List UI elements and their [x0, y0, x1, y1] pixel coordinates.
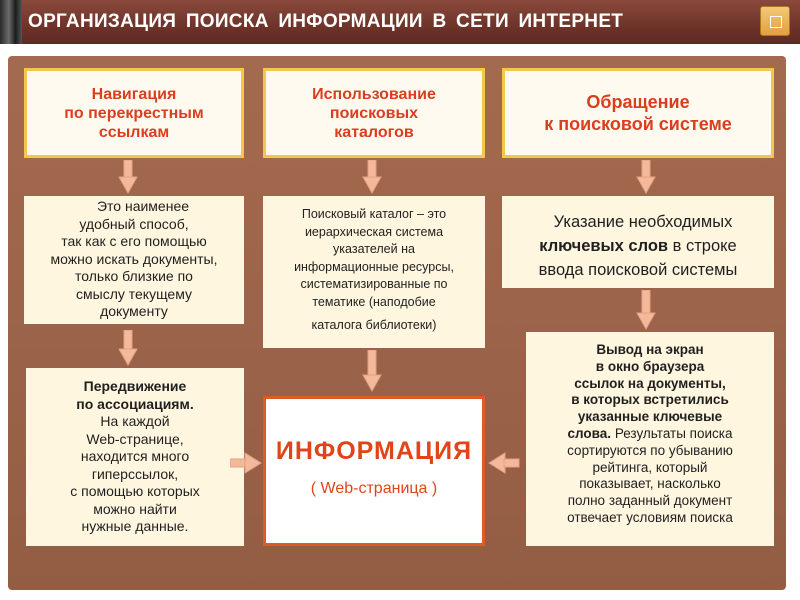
information-title: ИНФОРМАЦИЯ — [275, 437, 473, 465]
assoc-line-3: находится много — [80, 448, 190, 464]
cat-desc-2: иерархическая система — [304, 224, 444, 239]
results-line-mixed: слова. Результаты поиска — [526, 426, 774, 443]
search-engine-line-1: Обращение — [586, 92, 690, 112]
cat-desc-4: информационные ресурсы, — [294, 259, 454, 274]
nav-desc-5: только близкие по — [75, 268, 193, 284]
assoc-line-5: с помощью которых — [70, 483, 200, 499]
se-desc-1: Указание необходимых — [553, 213, 733, 231]
cat-desc-6: тематике (наподобие — [312, 294, 436, 309]
se-desc-keywords: ключевых слов — [539, 237, 669, 255]
navigation-line-2: по перекрестным — [64, 104, 204, 122]
cat-desc-5: систематизированные по — [300, 277, 448, 291]
information-subtitle: ( Web-страница ) — [310, 480, 438, 497]
results-bold-5: указанные ключевые — [577, 409, 723, 425]
navigation-box: Навигация по перекрестным ссылкам — [24, 68, 244, 158]
arrow-right-to-info — [230, 452, 262, 474]
results-line-4: полно заданный документ — [567, 493, 733, 509]
assoc-line-7: нужные данные. — [81, 518, 189, 534]
arrow-down-left-1 — [118, 160, 138, 194]
se-desc-2: ключевых слов в строке — [502, 234, 774, 258]
results-bold-3: ссылок на документы, — [574, 375, 726, 391]
header-photo — [0, 0, 22, 44]
navigation-description: Это наименее удобный способ, так как с е… — [24, 196, 244, 324]
arrow-down-right-2 — [636, 290, 656, 330]
search-engine-description: Указание необходимых ключевых слов в стр… — [502, 196, 774, 288]
assoc-line-6: можно найти — [93, 500, 177, 517]
catalog-description: Поисковый каталог – это иерархическая си… — [263, 196, 485, 348]
search-engine-box: Обращение к поисковой системе — [502, 68, 774, 158]
results-last-bold: слова. — [567, 425, 612, 441]
search-engine-line-2: к поисковой системе — [544, 114, 732, 134]
assoc-line-1: На каждой — [100, 413, 170, 429]
cat-desc-1: Поисковый каталог – это — [301, 207, 447, 221]
arrow-left-to-info — [488, 452, 520, 474]
assoc-line-4: гиперссылок, — [91, 465, 179, 482]
navigation-line-3: ссылкам — [98, 123, 170, 141]
nav-desc-7: документу — [100, 303, 168, 319]
information-box: ИНФОРМАЦИЯ ( Web-страница ) — [263, 396, 485, 546]
se-desc-3: ввода поисковой системы — [538, 261, 738, 279]
cat-desc-3: указателей на — [333, 242, 415, 256]
se-desc-2-rest: в строке — [668, 237, 737, 255]
association-box: Передвижение по ассоциациям. На каждой W… — [26, 368, 244, 546]
arrow-down-right-1 — [636, 160, 656, 194]
navigation-line-1: Навигация — [91, 85, 177, 103]
assoc-line-2: Web-странице, — [86, 430, 184, 447]
results-line-3: показывает, насколько — [579, 476, 721, 492]
home-icon — [770, 16, 782, 28]
catalog-line-3: каталогов — [334, 123, 414, 141]
results-bold-4: в которых встретились — [571, 392, 729, 408]
assoc-bold-1: Передвижение — [83, 378, 187, 394]
results-bold-1: Вывод на экран — [596, 342, 704, 357]
arrow-down-center-2 — [362, 350, 382, 392]
arrow-down-center-1 — [362, 160, 382, 194]
results-box: Вывод на экран в окно браузера ссылок на… — [526, 332, 774, 546]
nav-desc-6: смыслу текущему — [76, 285, 192, 302]
assoc-bold-2: по ассоциациям. — [76, 395, 194, 412]
catalog-line-2: поисковых — [329, 104, 419, 122]
results-line-1: сортируются по убыванию — [567, 442, 733, 458]
page-title: ОРГАНИЗАЦИЯ ПОИСКА ИНФОРМАЦИИ В СЕТИ ИНТ… — [28, 11, 624, 32]
catalog-line-1: Использование — [312, 85, 436, 103]
nav-desc-3: так как с его помощью — [61, 233, 207, 249]
catalog-box: Использование поисковых каталогов — [263, 68, 485, 158]
results-line-2: рейтинга, который — [592, 459, 708, 475]
nav-desc-1: Это наименее — [96, 198, 190, 214]
header-bar: ОРГАНИЗАЦИЯ ПОИСКА ИНФОРМАЦИИ В СЕТИ ИНТ… — [0, 0, 800, 44]
results-line-5: отвечает условиям поиска — [567, 509, 733, 525]
arrow-down-left-2 — [118, 330, 138, 366]
nav-desc-2: удобный способ, — [79, 215, 189, 232]
cat-desc-7: каталога библиотеки) — [311, 318, 437, 332]
results-last-rest: Результаты поиска — [611, 425, 733, 441]
nav-desc-4: можно искать документы, — [50, 250, 218, 267]
home-button[interactable] — [760, 6, 790, 36]
results-bold-2: в окно браузера — [595, 358, 705, 374]
